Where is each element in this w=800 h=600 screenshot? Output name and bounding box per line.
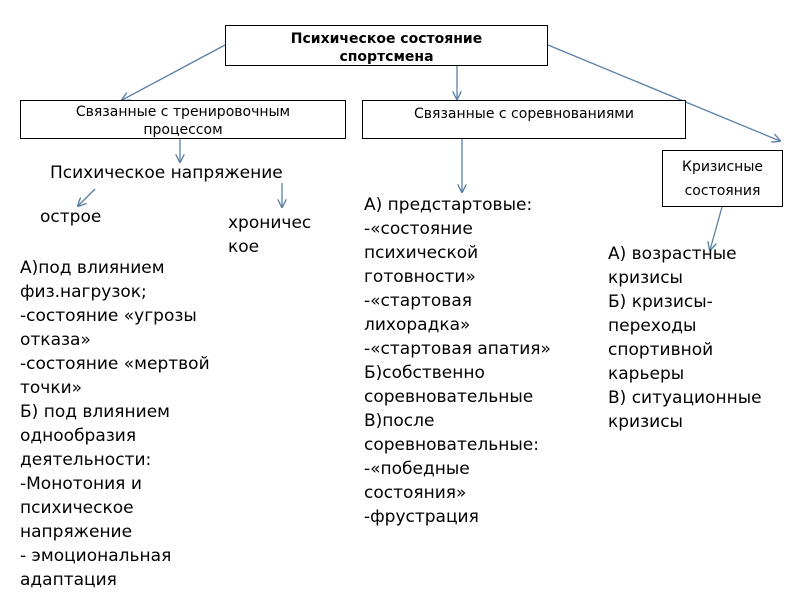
crisis-detail-line: Б) кризисы-: [608, 292, 713, 312]
training-detail-line: точки»: [20, 378, 83, 398]
crisis-label-line-1: Кризисные: [682, 159, 763, 175]
training-detail-line: Б) под влиянием: [20, 402, 170, 422]
training-detail-line: деятельности:: [20, 450, 152, 470]
arrow-tension-to-acute: [78, 188, 96, 206]
competition-label: Связанные с соревнованиями: [414, 106, 634, 122]
tension-chronic: хроничес кое: [228, 211, 311, 259]
training-detail-line: адаптация: [20, 570, 117, 590]
competition-detail-line: -«состояние: [364, 219, 473, 239]
crisis-detail-line: В) ситуационные: [608, 388, 762, 408]
training-label-line-1: Связанные с тренировочным: [75, 104, 291, 120]
training-detail-line: -состояние «угрозы: [20, 306, 197, 326]
training-detail-line: однообразия: [20, 426, 137, 446]
training-detail-line: -состояние «мертвой: [20, 354, 210, 374]
competition-detail-line: лихорадка»: [364, 315, 471, 335]
training-detail-line: психическое: [20, 498, 134, 518]
training-detail-line: -Монотония и: [20, 474, 142, 494]
competition-detail-line: психической: [364, 243, 479, 263]
tension-acute: острое: [40, 207, 102, 227]
competition-detail-line: соревновательные: [364, 387, 534, 407]
competition-detail-line: -«стартовая: [364, 291, 472, 311]
competition-details: А) предстартовые: -«состояние психическо…: [364, 193, 551, 529]
training-detail-line: физ.нагрузок;: [20, 282, 147, 302]
competition-detail-line: состояния»: [364, 483, 467, 503]
training-label-line-2: процессом: [143, 122, 223, 138]
crisis-detail-line: спортивной: [608, 340, 714, 360]
tension-chronic-line-1: хроничес: [228, 213, 312, 233]
competition-detail-line: -«стартовая апатия»: [364, 339, 551, 359]
tension-chronic-line-2: кое: [228, 237, 260, 257]
competition-detail-line: -фрустрация: [364, 507, 479, 527]
training-node: Связанные с тренировочным процессом: [20, 100, 346, 139]
root-node: Психическое состояние спортсмена: [225, 25, 548, 66]
arrow-root-to-crisis: [547, 44, 780, 141]
training-detail-line: отказа»: [20, 330, 91, 350]
training-detail-line: А)под влиянием: [20, 258, 165, 278]
crisis-detail-line: кризисы: [608, 412, 683, 432]
training-detail-line: - эмоциональная: [20, 546, 172, 566]
crisis-detail-line: карьеры: [608, 364, 685, 384]
competition-detail-line: В)после: [364, 411, 435, 431]
arrow-root-to-training: [122, 44, 226, 100]
competition-detail-line: Б)собственно: [364, 363, 485, 383]
crisis-detail-line: переходы: [608, 316, 697, 336]
crisis-details: А) возрастные кризисы Б) кризисы- перехо…: [608, 242, 762, 434]
competition-detail-line: А) предстартовые:: [364, 195, 533, 215]
training-details: А)под влиянием физ.нагрузок; -состояние …: [20, 256, 210, 592]
root-label-line-1: Психическое состояние: [290, 31, 483, 47]
competition-detail-line: -«победные: [364, 459, 470, 479]
competition-detail-line: соревновательные:: [364, 435, 539, 455]
training-detail-line: напряжение: [20, 522, 133, 542]
crisis-detail-line: А) возрастные: [608, 244, 737, 264]
arrow-crisis-to-details: [710, 206, 723, 250]
tension-heading: Психическое напряжение: [50, 163, 283, 183]
crisis-node: Кризисные состояния: [662, 150, 783, 207]
crisis-detail-line: кризисы: [608, 268, 683, 288]
competition-node: Связанные с соревнованиями: [362, 100, 686, 139]
crisis-label-line-2: состояния: [684, 183, 761, 199]
competition-detail-line: готовности»: [364, 267, 476, 287]
root-label-line-2: спортсмена: [339, 49, 434, 65]
